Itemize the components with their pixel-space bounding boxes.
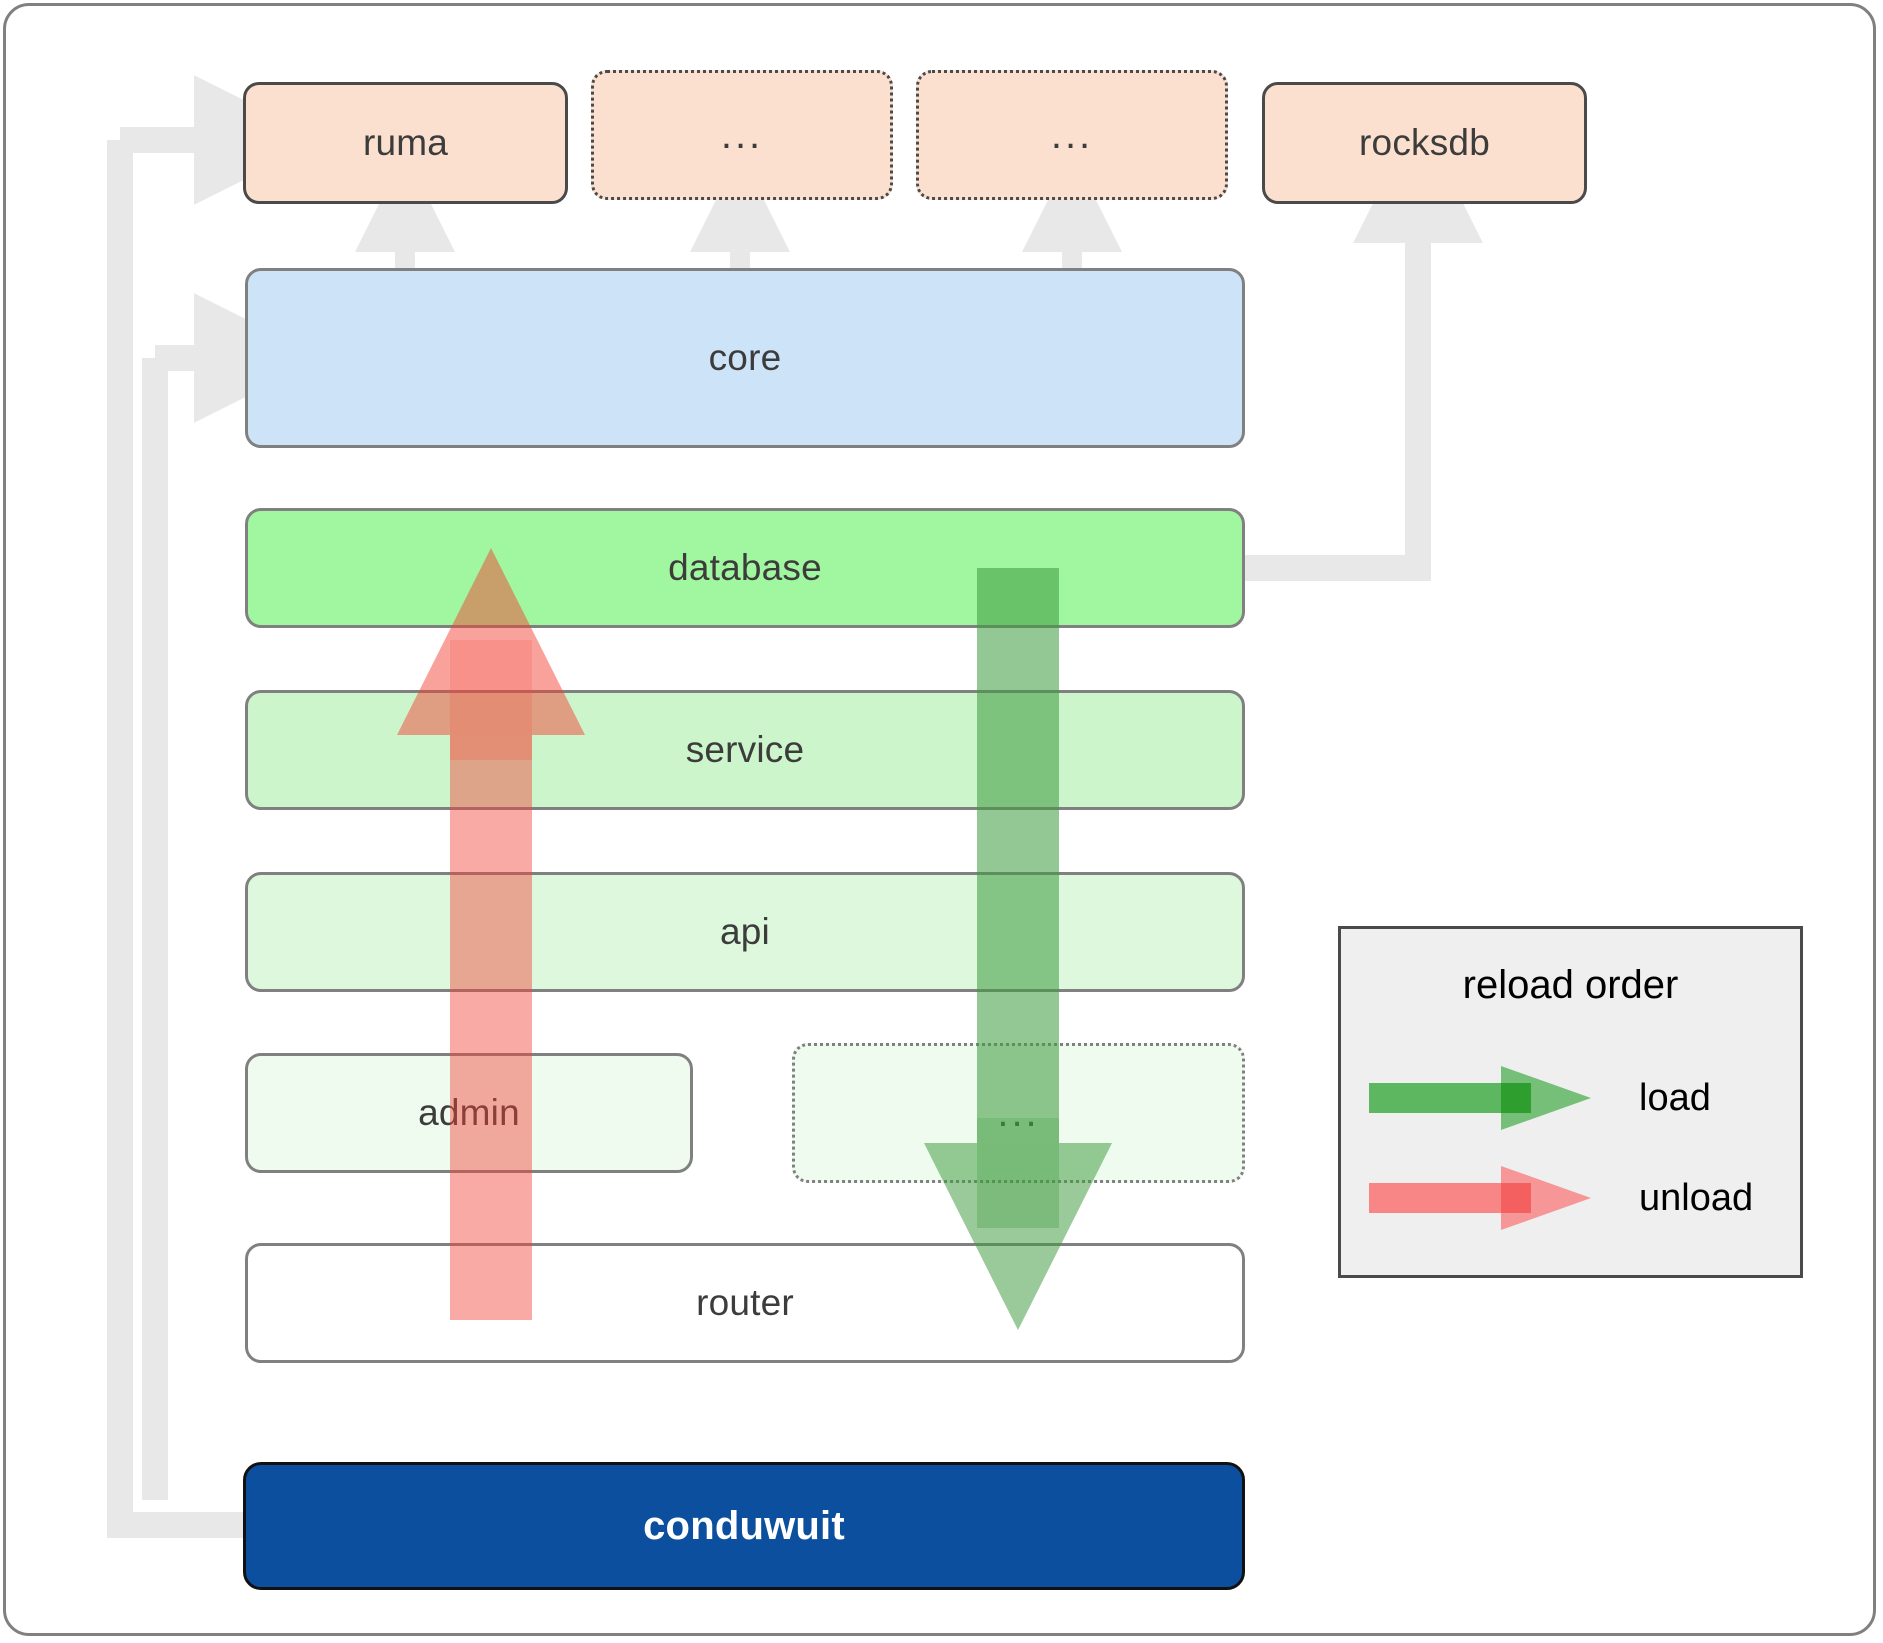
node-layer-placeholder[interactable]: ...	[792, 1043, 1245, 1183]
node-admin-label: admin	[418, 1092, 520, 1133]
node-conduwuit[interactable]: conduwuit	[243, 1462, 1245, 1590]
node-rocksdb-label: rocksdb	[1359, 122, 1490, 163]
node-dependency-placeholder-1-label: ...	[720, 113, 764, 157]
legend-title: reload order	[1462, 963, 1679, 1007]
legend-unload-arrow-icon	[1369, 1166, 1591, 1230]
connector-database-to-rocksdb	[1245, 255, 1431, 581]
legend-load-label: load	[1639, 1076, 1711, 1119]
legend-row-load: load	[1341, 1061, 1800, 1135]
legend-unload-label: unload	[1639, 1176, 1754, 1219]
node-router[interactable]: router	[245, 1243, 1245, 1363]
node-ruma-label: ruma	[362, 122, 449, 163]
node-conduwuit-label: conduwuit	[643, 1503, 845, 1548]
diagram-outer-frame	[3, 3, 1876, 1636]
node-router-label: router	[696, 1282, 794, 1323]
legend-load-arrow-icon	[1369, 1066, 1591, 1130]
node-api[interactable]: api	[245, 872, 1245, 992]
node-service[interactable]: service	[245, 690, 1245, 810]
node-dependency-placeholder-2-label: ...	[1050, 113, 1094, 157]
node-api-label: api	[720, 911, 770, 952]
node-admin[interactable]: admin	[245, 1053, 693, 1173]
legend-reload-order: reload order load unload	[1338, 926, 1803, 1278]
node-rocksdb[interactable]: rocksdb	[1262, 82, 1587, 204]
node-dependency-placeholder-1[interactable]: ...	[591, 70, 893, 200]
node-ruma[interactable]: ruma	[243, 82, 568, 204]
node-database[interactable]: database	[245, 508, 1245, 628]
connector-conduwuit-to-ruma	[107, 140, 243, 1538]
node-dependency-placeholder-2[interactable]: ...	[916, 70, 1228, 200]
node-database-label: database	[668, 547, 822, 588]
node-service-label: service	[685, 729, 805, 770]
legend-row-unload: unload	[1341, 1161, 1800, 1235]
node-layer-placeholder-label: ...	[997, 1091, 1040, 1135]
node-core-label: core	[708, 337, 782, 378]
node-core[interactable]: core	[245, 268, 1245, 448]
